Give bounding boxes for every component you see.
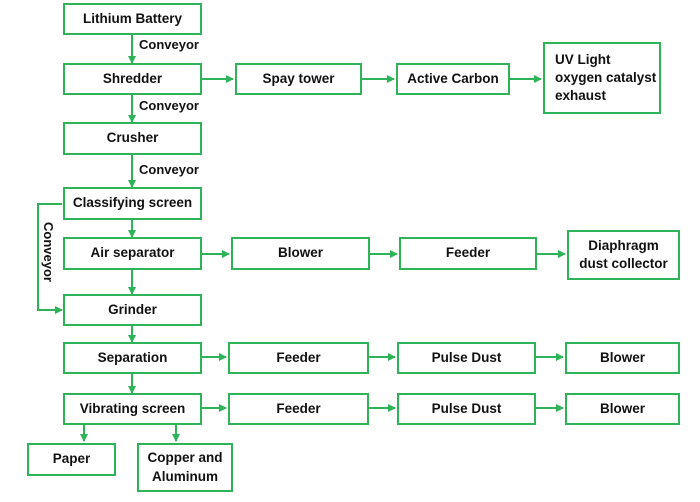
feeder-node-3: Feeder [228, 393, 369, 425]
conveyor-label-3: Conveyor [139, 162, 199, 177]
classifying-screen-node: Classifying screen [63, 187, 202, 220]
pulse-dust-node-2: Pulse Dust [397, 393, 536, 425]
vibrating-screen-node: Vibrating screen [63, 393, 202, 425]
blower-node-2: Blower [565, 342, 680, 374]
copper-aluminum-node: Copper and Aluminum [137, 443, 233, 492]
uv-light-exhaust-node: UV Light oxygen catalyst exhaust [543, 42, 661, 114]
feeder-node-2: Feeder [228, 342, 369, 374]
lithium-battery-node: Lithium Battery [63, 3, 202, 35]
paper-node: Paper [27, 443, 116, 476]
separation-node: Separation [63, 342, 202, 374]
pulse-dust-node-1: Pulse Dust [397, 342, 536, 374]
blower-node-1: Blower [231, 237, 370, 270]
edge-classifying-to-grinder-conveyor [37, 203, 63, 314]
feeder-node-1: Feeder [399, 237, 537, 270]
conveyor-label-side: Conveyor [41, 222, 56, 282]
blower-node-3: Blower [565, 393, 680, 425]
diaphragm-dust-collector-node: Diaphragm dust collector [567, 230, 680, 280]
grinder-node: Grinder [63, 294, 202, 326]
spray-tower-node: Spay tower [235, 63, 362, 95]
active-carbon-node: Active Carbon [396, 63, 510, 95]
shredder-node: Shredder [63, 63, 202, 95]
conveyor-label-1: Conveyor [139, 37, 199, 52]
crusher-node: Crusher [63, 122, 202, 155]
conveyor-label-2: Conveyor [139, 98, 199, 113]
air-separator-node: Air separator [63, 237, 202, 270]
